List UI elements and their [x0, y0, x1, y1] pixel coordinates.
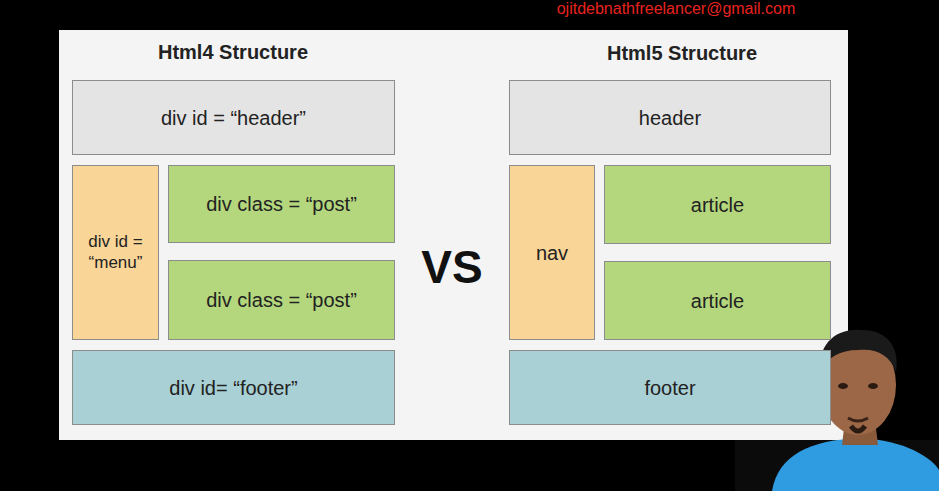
presenter-mouth — [848, 418, 868, 421]
presenter-hair — [820, 330, 897, 372]
header-element-box: header — [509, 80, 831, 155]
box-text: div class = “post” — [206, 288, 357, 312]
watermark-email: ojitdebnathfreelancer@gmail.com — [557, 0, 796, 18]
presenter-eye — [838, 383, 848, 389]
box-text: footer — [644, 376, 695, 400]
presenter-beard — [851, 426, 865, 431]
presenter-eye — [868, 383, 878, 389]
box-text: header — [639, 106, 701, 130]
box-text: article — [691, 289, 744, 313]
article-element-box: article — [604, 261, 831, 340]
post-div-box: div class = “post” — [168, 260, 395, 340]
menu-div-box: div id = “menu” — [72, 165, 159, 340]
box-text: div id = “header” — [161, 106, 306, 130]
slide-panel — [59, 30, 848, 440]
box-text: nav — [536, 241, 568, 265]
structure-heading: Html5 Structure — [607, 42, 757, 65]
box-text: div id = “menu” — [77, 232, 154, 273]
versus-label: VS — [421, 240, 482, 294]
nav-element-box: nav — [509, 165, 595, 340]
footer-div-box: div id= “footer” — [72, 350, 395, 425]
presenter-shirt — [772, 438, 939, 491]
box-text: div id= “footer” — [169, 376, 297, 400]
footer-element-box: footer — [509, 350, 831, 425]
article-element-box: article — [604, 165, 831, 244]
box-text: div class = “post” — [206, 192, 357, 216]
structure-heading: Html4 Structure — [158, 41, 308, 64]
post-div-box: div class = “post” — [168, 165, 395, 243]
header-div-box: div id = “header” — [72, 80, 395, 155]
box-text: article — [691, 193, 744, 217]
